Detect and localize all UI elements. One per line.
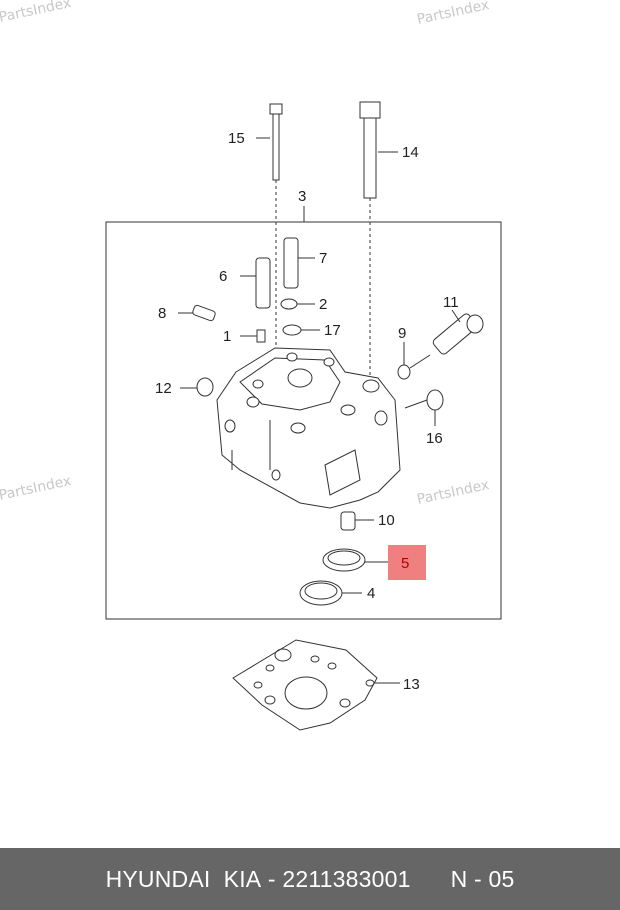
part-1-pin: [240, 329, 266, 343]
callout-13[interactable]: 13: [403, 676, 420, 693]
separator: -: [261, 865, 283, 892]
callout-8[interactable]: 8: [158, 305, 166, 322]
callout-5-highlighted[interactable]: 5: [401, 555, 409, 572]
watermark: PartsIndex: [416, 477, 491, 508]
part-12-plug: [180, 377, 214, 397]
part-16-plug: [404, 389, 444, 426]
callout-6[interactable]: 6: [219, 268, 227, 285]
callout-17[interactable]: 17: [324, 322, 341, 339]
part-13-head-gasket: [232, 639, 400, 731]
highlighted-part-marker: [388, 545, 426, 580]
parts-diagram: PartsIndex PartsIndex PartsIndex PartsIn…: [0, 0, 502, 731]
part-2-washer: [280, 298, 315, 310]
callout-10[interactable]: 10: [378, 512, 395, 529]
callout-9[interactable]: 9: [398, 325, 406, 342]
callout-11[interactable]: 11: [443, 294, 459, 311]
part-10-plug: [340, 511, 374, 531]
watermark: PartsIndex: [0, 473, 73, 504]
part-7-valve-guide: [283, 237, 315, 289]
part-number: 2211383001: [282, 865, 411, 892]
callout-7[interactable]: 7: [319, 250, 327, 267]
watermark: PartsIndex: [416, 0, 491, 28]
part-17-seal: [282, 324, 320, 336]
footer-bar: HYUNDAI KIA - 2211383001 N - 05: [0, 848, 620, 910]
part-5-seal-ring: [322, 548, 388, 572]
callout-2[interactable]: 2: [319, 296, 327, 313]
callout-3[interactable]: 3: [298, 188, 306, 205]
part-8-spring: [178, 304, 216, 322]
position-prefix: N: [450, 865, 468, 892]
callout-12[interactable]: 12: [155, 380, 172, 397]
watermark: PartsIndex: [0, 0, 73, 26]
part-6-valve-guide: [240, 257, 271, 309]
part-11-sleeve: [432, 309, 484, 355]
part-9-o-ring: [397, 342, 431, 380]
part-14-head-bolt: [359, 101, 398, 385]
callout-1[interactable]: 1: [223, 328, 231, 345]
part-4-seal-ring: [299, 580, 362, 606]
callout-14[interactable]: 14: [402, 144, 419, 161]
brand-name: HYUNDAI KIA: [105, 865, 262, 892]
part-15-stud-bolt: [256, 103, 283, 380]
callout-16[interactable]: 16: [426, 430, 443, 447]
callout-4[interactable]: 4: [367, 585, 375, 602]
separator: -: [467, 865, 489, 892]
part-3-cylinder-head: [216, 347, 401, 509]
position-number: 05: [488, 865, 515, 892]
callout-15[interactable]: 15: [228, 130, 245, 147]
